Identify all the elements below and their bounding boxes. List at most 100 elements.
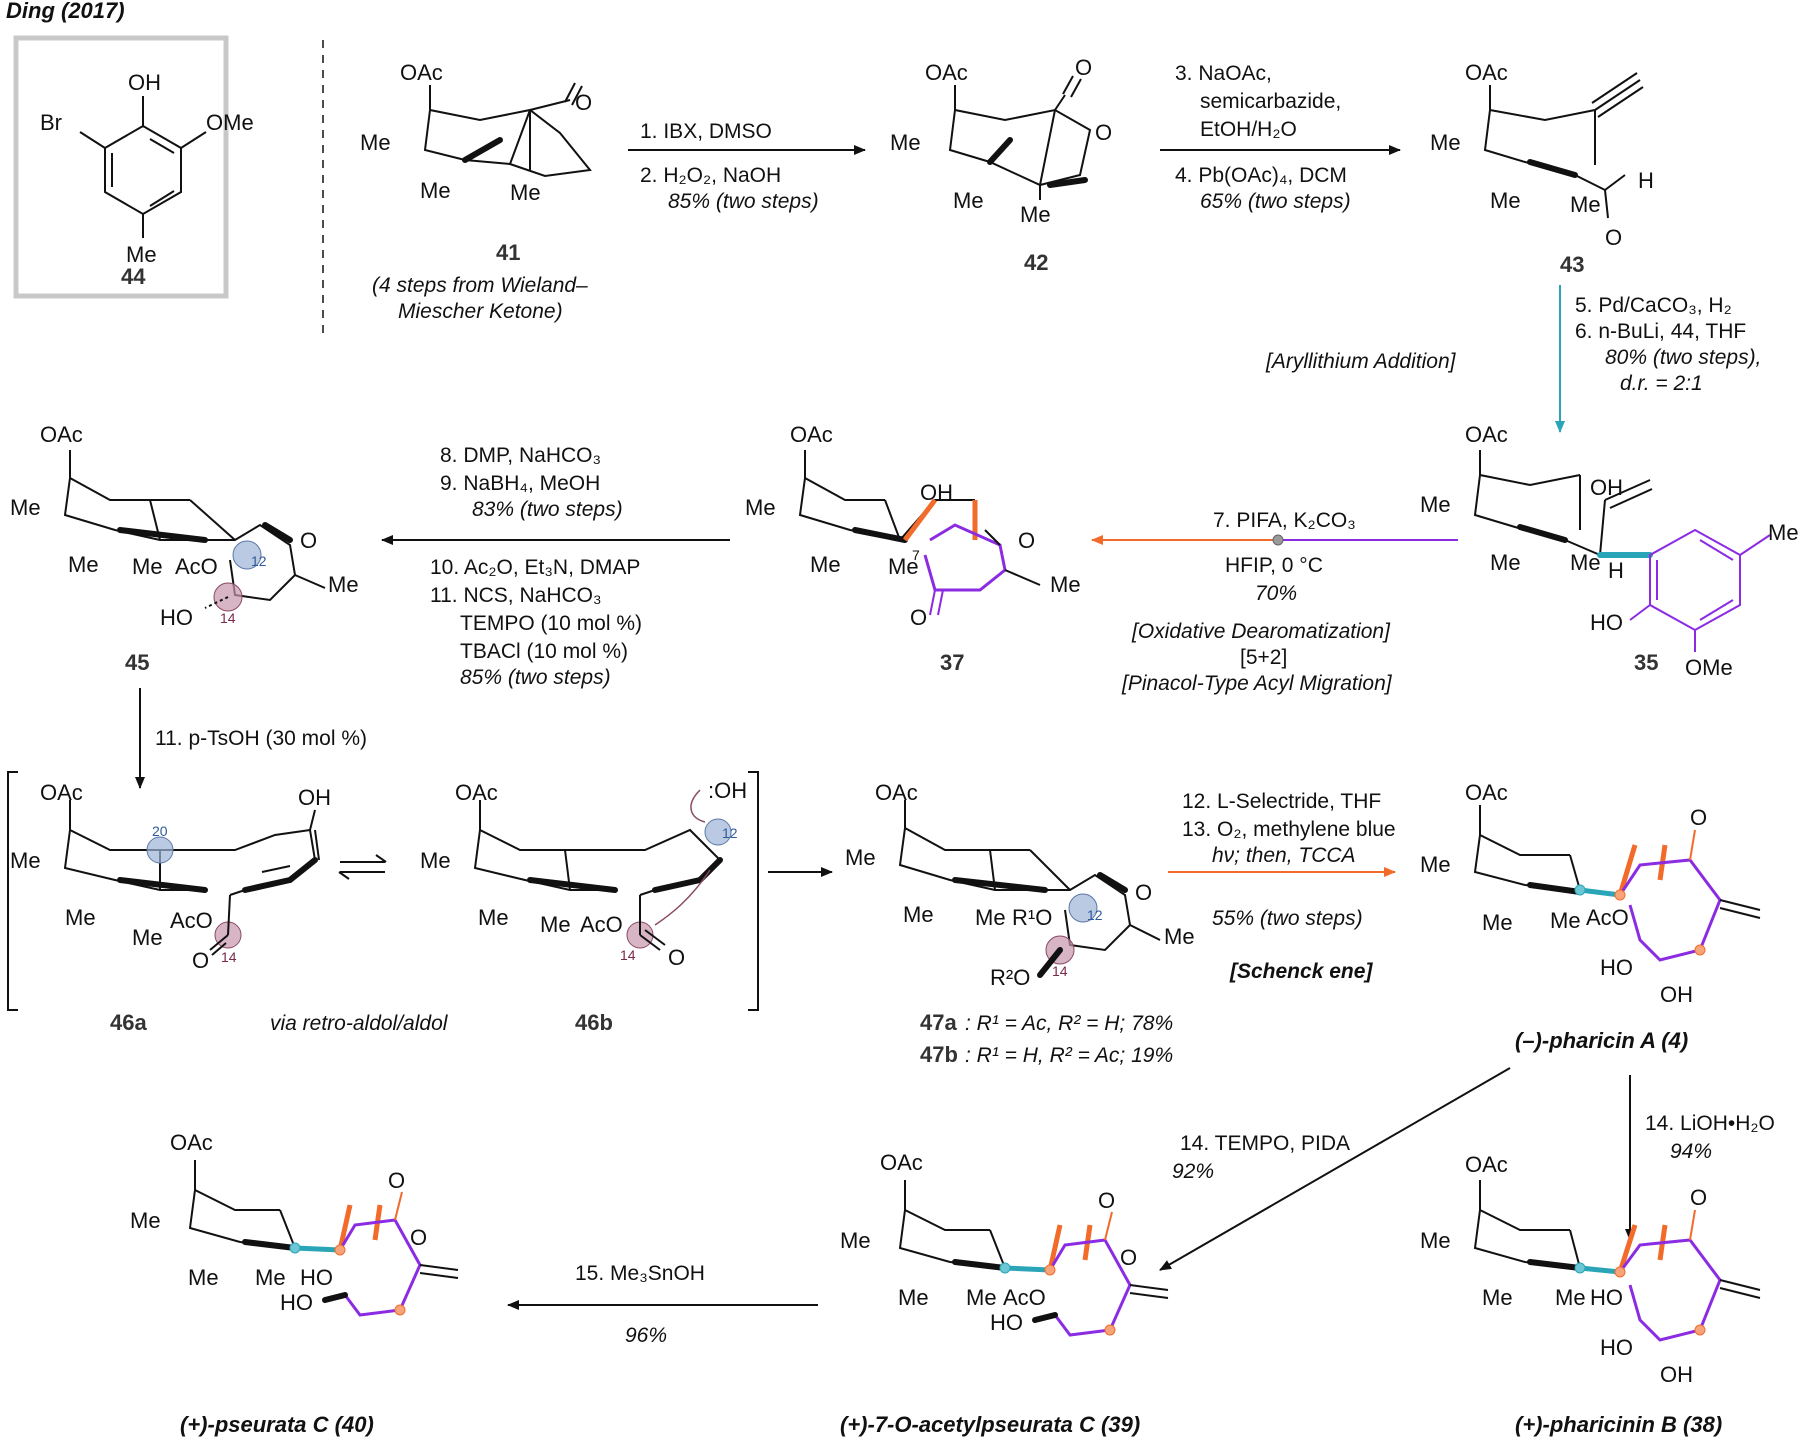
atom-label: Me xyxy=(1555,1285,1586,1310)
atom-label: Me xyxy=(132,554,163,579)
atom-label: HO xyxy=(1590,610,1623,635)
arrow-node xyxy=(1272,534,1284,546)
atom-label: O xyxy=(1018,528,1035,553)
compound-label: 35 xyxy=(1634,650,1658,675)
step-tag: [Pinacol-Type Acyl Migration] xyxy=(1121,672,1393,695)
step-label: 13. O₂, methylene blue xyxy=(1182,818,1396,841)
atom-label: HO xyxy=(300,1265,333,1290)
atom-label: AcO xyxy=(580,912,623,937)
atom-label: O xyxy=(575,90,592,115)
compound-37: OAc Me Me OH Me 7 O Me O 37 xyxy=(745,422,1081,675)
step-label: semicarbazide, xyxy=(1200,90,1341,113)
atom-label: H xyxy=(1608,558,1624,583)
atom-label: Me xyxy=(420,848,451,873)
atom-label: Me xyxy=(1430,130,1461,155)
compound-label: 47a xyxy=(920,1010,957,1035)
atom-number: 7 xyxy=(912,547,920,563)
compound-43: OAc Me Me Me H O 43 xyxy=(1430,60,1654,277)
atom-label: O xyxy=(388,1168,405,1193)
compound-label: 45 xyxy=(125,650,149,675)
yield-label: 70% xyxy=(1255,582,1297,605)
atom-label: Me xyxy=(132,925,163,950)
atom-label: AcO xyxy=(1003,1285,1046,1310)
compound-label: 37 xyxy=(940,650,964,675)
compound-40: OAc Me Me Me HO O O HO (+)-pseurata C (4… xyxy=(130,1130,459,1437)
atom-label: AcO xyxy=(175,554,218,579)
atom-label: R¹O xyxy=(1012,905,1052,930)
atom-label: OAc xyxy=(880,1150,923,1175)
atom-label: O xyxy=(1690,1185,1707,1210)
atom-number: 14 xyxy=(620,947,636,963)
atom-label: HO xyxy=(990,1310,1023,1335)
atom-label: Me xyxy=(1420,1228,1451,1253)
atom-label: Me xyxy=(130,1208,161,1233)
compound-47: OAc Me Me Me R¹O O Me R²O 12 14 47a : R¹… xyxy=(845,780,1195,1067)
atom-label: O xyxy=(1120,1245,1137,1270)
atom-label: :OH xyxy=(708,778,747,803)
compound-42: OAc Me Me Me O O 42 xyxy=(890,55,1112,275)
atom-label: Me xyxy=(1420,492,1451,517)
step-label: 11. p-TsOH (30 mol %) xyxy=(155,727,367,750)
atom-label: O xyxy=(1075,55,1092,80)
compound-label: 46b xyxy=(575,1010,613,1035)
compound-44: OH Br OMe Me 44 xyxy=(40,70,254,289)
atom-label: R²O xyxy=(990,965,1030,990)
atom-label: Me xyxy=(745,495,776,520)
atom-label: OAc xyxy=(925,60,968,85)
atom-label: Me xyxy=(1020,202,1051,227)
atom-label: Me xyxy=(10,848,41,873)
step-label: 1. IBX, DMSO xyxy=(640,120,772,143)
step-tag: [5+2] xyxy=(1240,646,1287,669)
atom-label: Me xyxy=(1050,572,1081,597)
atom-label: OAc xyxy=(1465,60,1508,85)
atom-label: Me xyxy=(903,902,934,927)
compound-label: 42 xyxy=(1024,250,1048,275)
atom-label: O xyxy=(1098,1188,1115,1213)
step-label: 7. PIFA, K₂CO₃ xyxy=(1213,509,1356,532)
atom-label: Me xyxy=(1482,910,1513,935)
step-label: 11. NCS, NaHCO₃ xyxy=(430,584,602,607)
atom-label: Me xyxy=(510,180,541,205)
atom-label: OMe xyxy=(1685,655,1733,680)
atom-label: OH xyxy=(920,480,953,505)
mechanism-note: via retro-aldol/aldol xyxy=(270,1012,449,1035)
atom-label: Me xyxy=(1490,550,1521,575)
step-label: 12. L-Selectride, THF xyxy=(1182,790,1381,813)
atom-label: Me xyxy=(898,1285,929,1310)
step-label: 6. n-BuLi, 44, THF xyxy=(1575,320,1746,343)
atom-label: Me xyxy=(65,905,96,930)
atom-label: Me xyxy=(1550,908,1581,933)
compound-desc: : R¹ = H, R² = Ac; 19% xyxy=(965,1044,1173,1067)
atom-label: OAc xyxy=(455,780,498,805)
atom-label: H xyxy=(1638,168,1654,193)
atom-label: Me xyxy=(328,572,359,597)
atom-label: O xyxy=(1690,805,1707,830)
atom-label: HO xyxy=(160,605,193,630)
atom-label: Me xyxy=(890,130,921,155)
atom-label: OMe xyxy=(206,110,254,135)
atom-label: Me xyxy=(1570,192,1601,217)
yield-label: 94% xyxy=(1670,1140,1712,1163)
atom-label: Me xyxy=(420,178,451,203)
compound-label: (+)-pharicinin B (38) xyxy=(1515,1412,1722,1437)
step-label: TBACl (10 mol %) xyxy=(460,640,628,663)
compound-45: OAc Me Me Me AcO O Me HO 12 14 45 xyxy=(10,422,359,675)
compound-label: (+)-7-O-acetylpseurata C (39) xyxy=(840,1412,1140,1437)
atom-label: Me xyxy=(540,912,571,937)
step-label: 4. Pb(OAc)₄, DCM xyxy=(1175,164,1347,187)
atom-label: O xyxy=(910,605,927,630)
atom-label: OAc xyxy=(1465,422,1508,447)
yield-label: 85% (two steps) xyxy=(460,666,611,689)
atom-label: O xyxy=(410,1225,427,1250)
yield-label: 65% (two steps) xyxy=(1200,190,1351,213)
step-label: TEMPO (10 mol %) xyxy=(460,612,642,635)
atom-label: OH xyxy=(1660,982,1693,1007)
atom-label: Me xyxy=(1420,852,1451,877)
compound-35: OAc Me Me Me OH H Me HO OMe 35 xyxy=(1420,422,1799,680)
atom-number: 12 xyxy=(1087,907,1103,923)
step-tag: [Oxidative Dearomatization] xyxy=(1131,620,1391,643)
atom-label: OAc xyxy=(170,1130,213,1155)
atom-number: 20 xyxy=(152,823,168,839)
compound-note: Miescher Ketone) xyxy=(398,300,563,323)
compound-label: 47b xyxy=(920,1042,958,1067)
